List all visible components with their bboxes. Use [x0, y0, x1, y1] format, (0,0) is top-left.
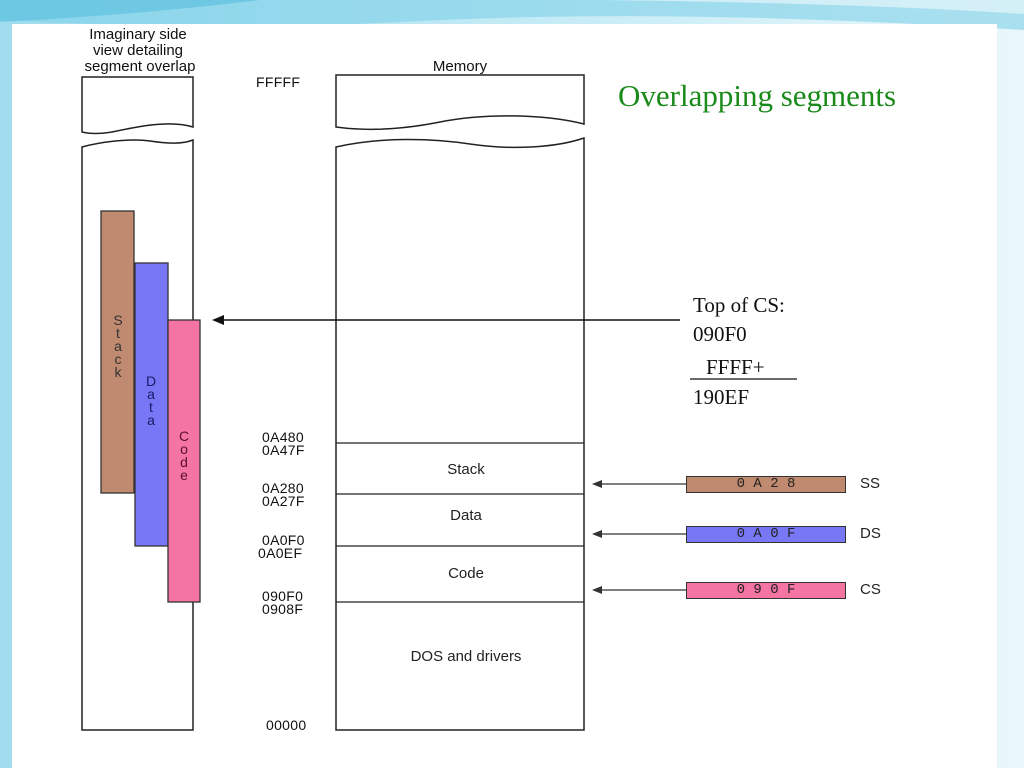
memory-top-stub — [335, 74, 585, 131]
slide-title: Overlapping segments — [618, 78, 897, 113]
ss-arrow-head — [592, 480, 602, 488]
address-0a280: 0A280 — [262, 480, 304, 496]
memory-heading: Memory — [432, 58, 488, 75]
note-line-1: Top of CS: — [693, 293, 785, 317]
address-0a0f0: 0A0F0 — [262, 532, 305, 548]
side-view-heading-line-3: segment overlap — [84, 58, 196, 75]
side-view-heading-line-1: Imaginary side — [89, 26, 187, 43]
ss-register-name: SS — [860, 475, 881, 492]
note-line-3: FFFF+ — [706, 355, 765, 379]
address-0a27f: 0A27F — [262, 493, 305, 509]
side-view-column — [81, 138, 194, 731]
note-line-2: 090F0 — [693, 322, 747, 346]
memory-region-data: Data — [450, 507, 482, 524]
ss-register-box: 0 A 2 8 — [686, 476, 846, 493]
cs-register-box: 0 9 0 F — [686, 582, 846, 599]
address-0a47f: 0A47F — [262, 442, 305, 458]
side-view-top-stub — [81, 76, 194, 135]
cs-arrow-head — [592, 586, 602, 594]
memory-region-dos: DOS and drivers — [410, 648, 522, 665]
memory-region-code: Code — [448, 565, 484, 582]
memory-region-stack: Stack — [447, 461, 485, 478]
top-of-cs-arrow-head — [212, 315, 224, 325]
address-bottom: 00000 — [266, 717, 307, 733]
cs-register-name: CS — [860, 581, 881, 598]
ds-register-box: 0 A 0 F — [686, 526, 846, 543]
stack-segment-bar — [100, 210, 135, 494]
data-segment-bar — [134, 262, 169, 547]
ds-arrow-head — [592, 530, 602, 538]
address-0a0ef: 0A0EF — [258, 545, 303, 561]
address-0908f: 0908F — [262, 601, 304, 617]
note-line-4: 190EF — [693, 385, 750, 409]
memory-column — [335, 136, 585, 731]
address-090f0: 090F0 — [262, 588, 304, 604]
address-0a480: 0A480 — [262, 429, 304, 445]
ds-register-name: DS — [860, 525, 881, 542]
side-view-heading-line-2: view detailing — [92, 42, 184, 59]
address-top: FFFFF — [256, 74, 301, 90]
code-segment-bar — [167, 319, 201, 603]
